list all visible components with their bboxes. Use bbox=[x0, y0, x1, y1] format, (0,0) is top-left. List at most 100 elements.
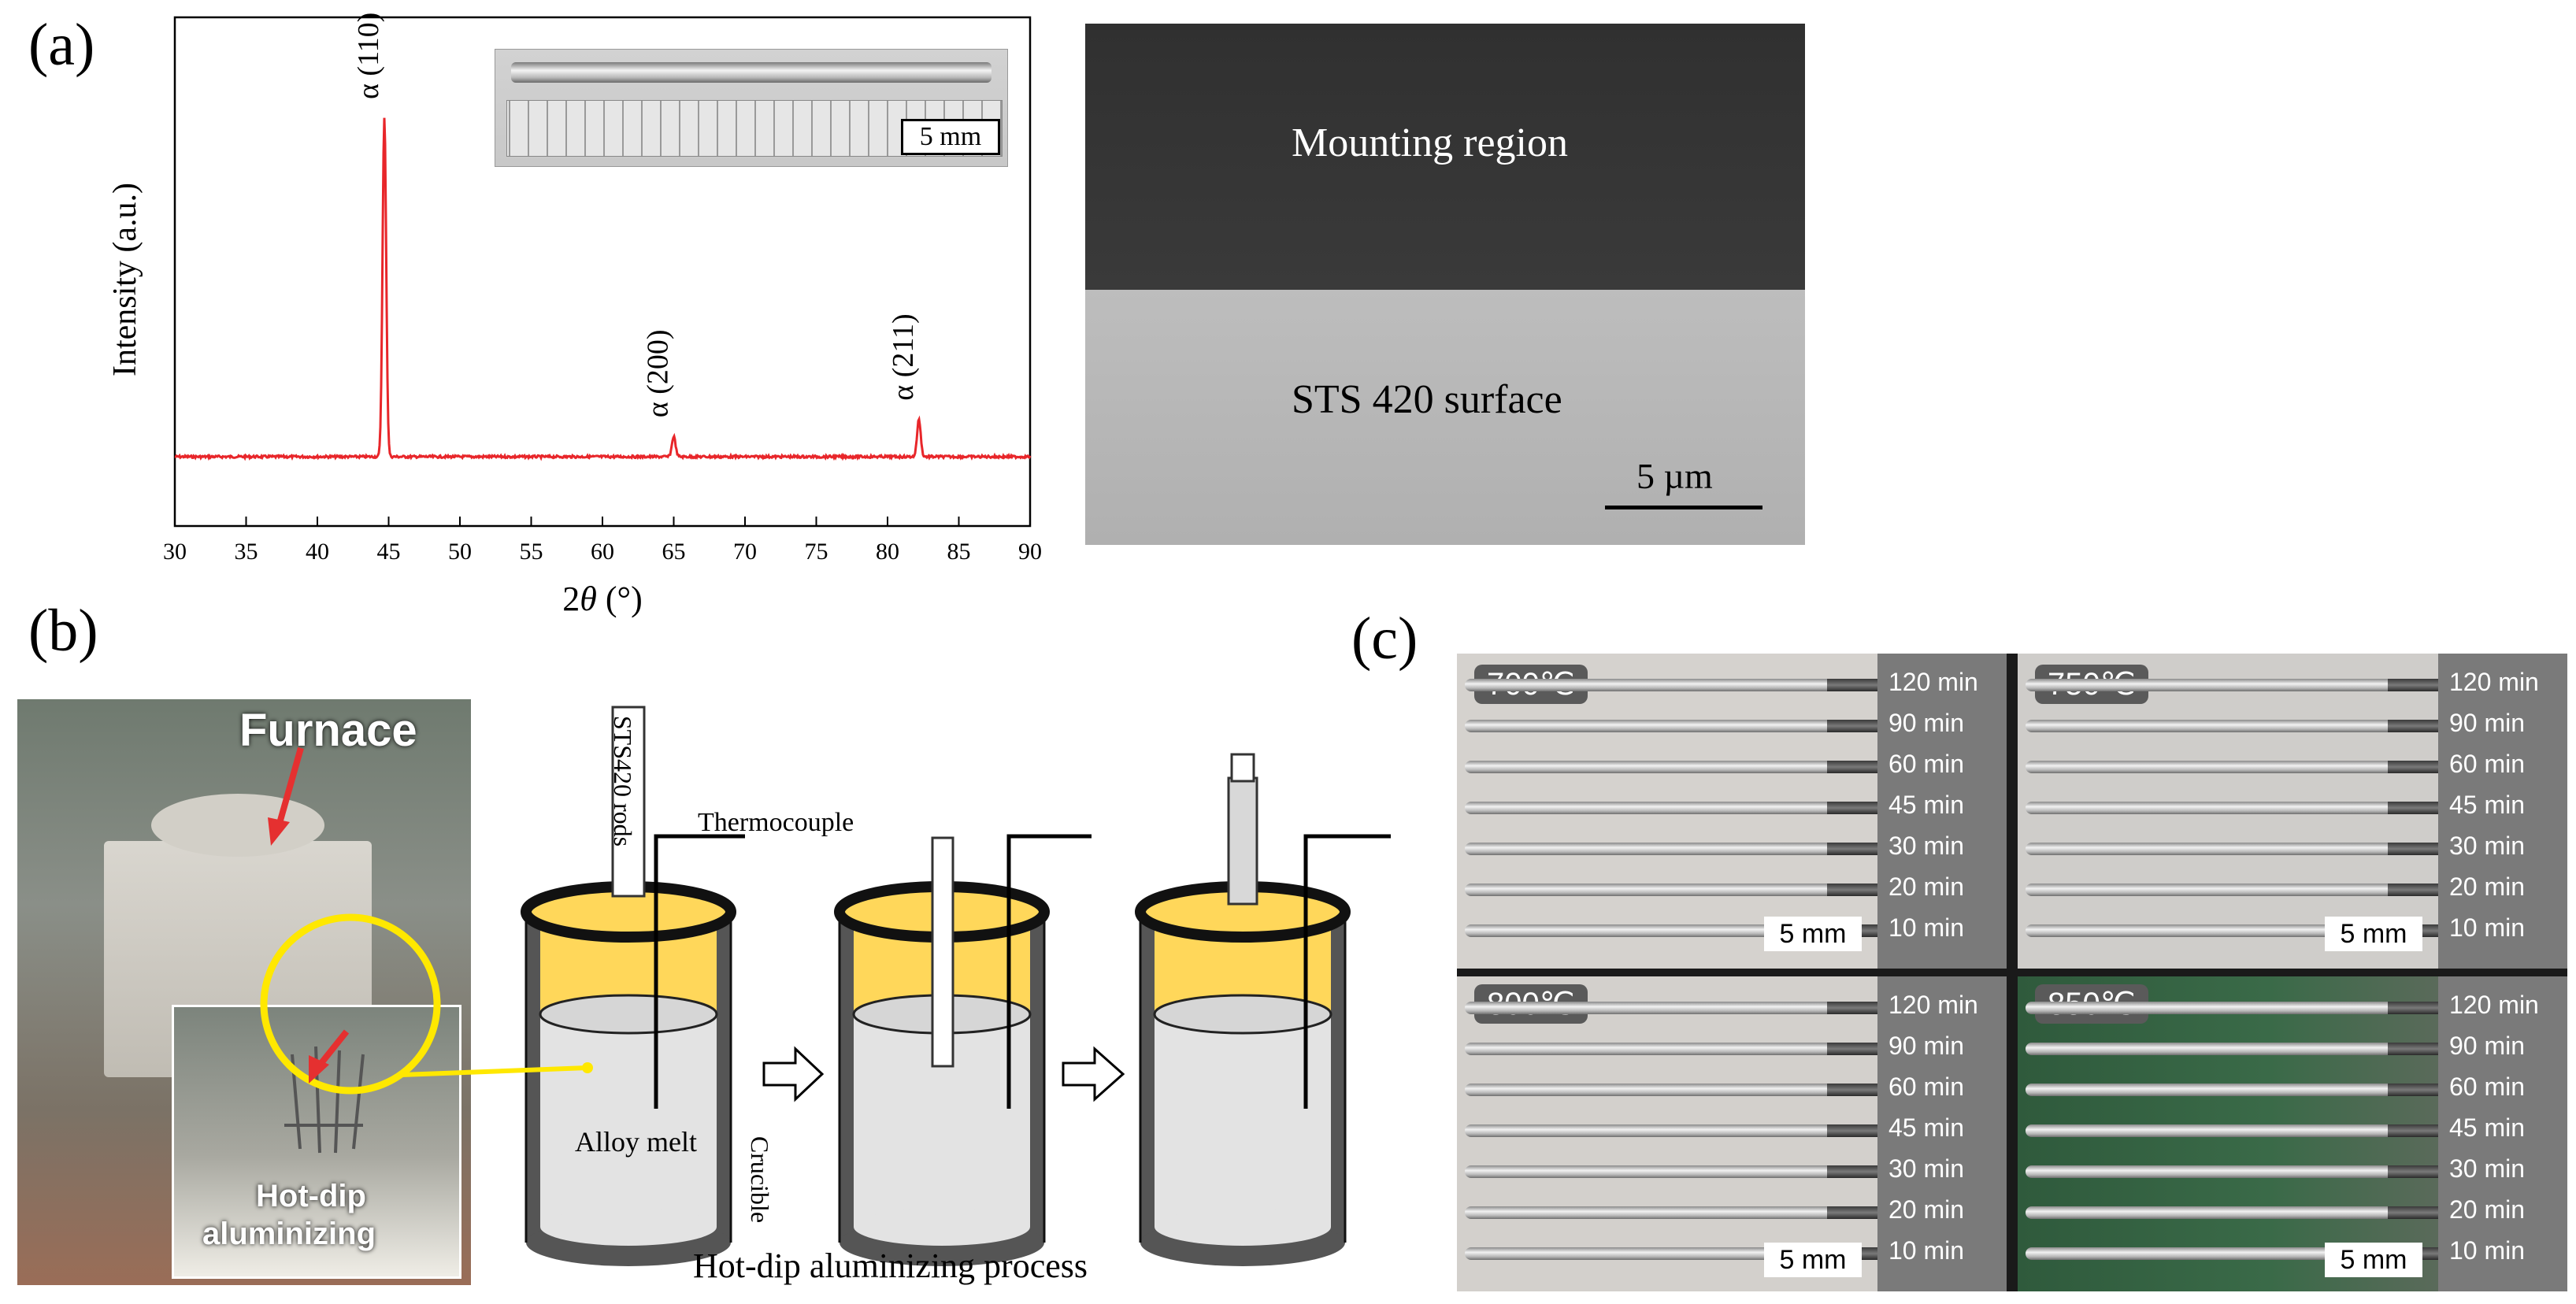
x-tick-label: 90 bbox=[1018, 539, 1042, 565]
time-label: 20 min bbox=[1888, 872, 1965, 901]
rod-uncoated-end bbox=[2388, 1124, 2438, 1137]
time-strip-800 bbox=[1877, 976, 2007, 1291]
sem-image: Mounting region STS 420 surface 5 µm bbox=[1085, 24, 1805, 545]
peak-label: α (110) bbox=[352, 13, 385, 99]
sample-rod bbox=[1465, 884, 1835, 896]
time-label: 60 min bbox=[1888, 750, 1965, 778]
rod-uncoated-end bbox=[2388, 1002, 2438, 1014]
time-label: 45 min bbox=[1888, 1113, 1965, 1142]
rod-uncoated-end bbox=[2388, 1043, 2438, 1055]
thermocouple-label: Thermocouple bbox=[698, 808, 854, 837]
xrd-series-line bbox=[174, 117, 1032, 461]
rod-uncoated-end bbox=[1827, 720, 1877, 732]
time-label: 20 min bbox=[2449, 1195, 2526, 1224]
sample-rod bbox=[2026, 679, 2396, 691]
sample-rod bbox=[2026, 1043, 2396, 1055]
time-label: 20 min bbox=[1888, 1195, 1965, 1224]
mounting-region bbox=[1085, 24, 1805, 290]
time-label: 90 min bbox=[2449, 1032, 2526, 1060]
time-label: 60 min bbox=[2449, 1072, 2526, 1101]
rod-image bbox=[511, 62, 991, 83]
process-schematic: STS420 rods Thermocouple Alloy melt Cruc… bbox=[473, 706, 1391, 1285]
furnace-label: Furnace bbox=[239, 705, 417, 756]
sample-rod bbox=[2026, 1084, 2396, 1096]
panel-c-label: (c) bbox=[1351, 606, 1418, 672]
sample-rod bbox=[1465, 1247, 1835, 1260]
time-label: 45 min bbox=[2449, 1113, 2526, 1142]
time-label: 90 min bbox=[1888, 1032, 1965, 1060]
rod-inset-photo: 5 mm bbox=[495, 49, 1008, 167]
time-label: 30 min bbox=[2449, 832, 2526, 860]
rod-uncoated-end bbox=[1827, 802, 1877, 814]
rod-uncoated-end bbox=[1827, 884, 1877, 896]
scale-label-850: 5 mm bbox=[2325, 1243, 2422, 1277]
time-strip-700 bbox=[1877, 654, 2007, 969]
rods-label: STS420 rods bbox=[609, 716, 637, 846]
sample-rod bbox=[2026, 802, 2396, 814]
rod-uncoated-end bbox=[2388, 761, 2438, 773]
crucible-label: Crucible bbox=[746, 1136, 774, 1223]
rod-uncoated-end bbox=[2388, 1084, 2438, 1096]
furnace-lid bbox=[151, 794, 324, 857]
x-tick-label: 30 bbox=[163, 539, 187, 565]
x-tick-label: 55 bbox=[520, 539, 543, 565]
sample-rod bbox=[2026, 843, 2396, 855]
time-strip-850 bbox=[2438, 976, 2567, 1291]
sample-rod bbox=[1465, 1124, 1835, 1137]
furnace-photo: Furnace Hot-dip aluminizing bbox=[17, 699, 471, 1285]
sample-rod bbox=[1465, 720, 1835, 732]
sem-scale-bar bbox=[1605, 506, 1762, 509]
time-label: 45 min bbox=[1888, 791, 1965, 819]
time-label: 45 min bbox=[2449, 791, 2526, 819]
sample-rod bbox=[2026, 1002, 2396, 1014]
x-tick-label: 60 bbox=[591, 539, 614, 565]
sample-rod bbox=[1465, 1084, 1835, 1096]
sample-rod bbox=[1465, 1206, 1835, 1219]
time-label: 90 min bbox=[1888, 709, 1965, 737]
sample-rod bbox=[2026, 884, 2396, 896]
melt-label: Alloy melt bbox=[575, 1126, 697, 1158]
time-label: 60 min bbox=[1888, 1072, 1965, 1101]
x-tick-label: 85 bbox=[947, 539, 971, 565]
mounting-region-label: Mounting region bbox=[1292, 120, 1568, 165]
hot-dip-label-1: Hot-dip bbox=[256, 1179, 366, 1213]
rod-uncoated-end bbox=[1827, 1124, 1877, 1137]
sample-rod bbox=[1465, 843, 1835, 855]
hot-dip-inset: Hot-dip aluminizing bbox=[172, 1005, 461, 1279]
x-tick-label: 80 bbox=[876, 539, 899, 565]
time-label: 10 min bbox=[2449, 913, 2526, 942]
sample-rod bbox=[2026, 1206, 2396, 1219]
surface-region bbox=[1085, 290, 1805, 545]
sample-rod bbox=[1465, 679, 1835, 691]
x-tick-label: 70 bbox=[733, 539, 757, 565]
sample-rod bbox=[2026, 1165, 2396, 1178]
rod-uncoated-end bbox=[2388, 1165, 2438, 1178]
crucible-1 bbox=[526, 706, 745, 1266]
rod-uncoated-end bbox=[2388, 1206, 2438, 1219]
sample-rod bbox=[1465, 761, 1835, 773]
sem-scale-label: 5 µm bbox=[1636, 456, 1713, 496]
time-label: 30 min bbox=[1888, 832, 1965, 860]
time-strip-750 bbox=[2438, 654, 2567, 969]
y-axis-label: Intensity (a.u.) bbox=[107, 183, 143, 376]
sample-rod bbox=[2026, 1247, 2396, 1260]
x-tick-label: 50 bbox=[448, 539, 472, 565]
rod-uncoated-end bbox=[1827, 1165, 1877, 1178]
sample-rod bbox=[2026, 761, 2396, 773]
crucible-2 bbox=[840, 834, 1092, 1266]
rod-uncoated-end bbox=[1827, 1206, 1877, 1219]
sample-rod bbox=[2026, 1124, 2396, 1137]
rod-uncoated-end bbox=[2388, 884, 2438, 896]
scale-label-750: 5 mm bbox=[2325, 917, 2422, 951]
sample-rod bbox=[1465, 1165, 1835, 1178]
time-label: 60 min bbox=[2449, 750, 2526, 778]
panel-a-label: (a) bbox=[28, 12, 95, 78]
peak-labels: α (110)α (200)α (211) bbox=[352, 13, 920, 418]
time-label: 30 min bbox=[1888, 1154, 1965, 1183]
x-tick-label: 40 bbox=[306, 539, 329, 565]
